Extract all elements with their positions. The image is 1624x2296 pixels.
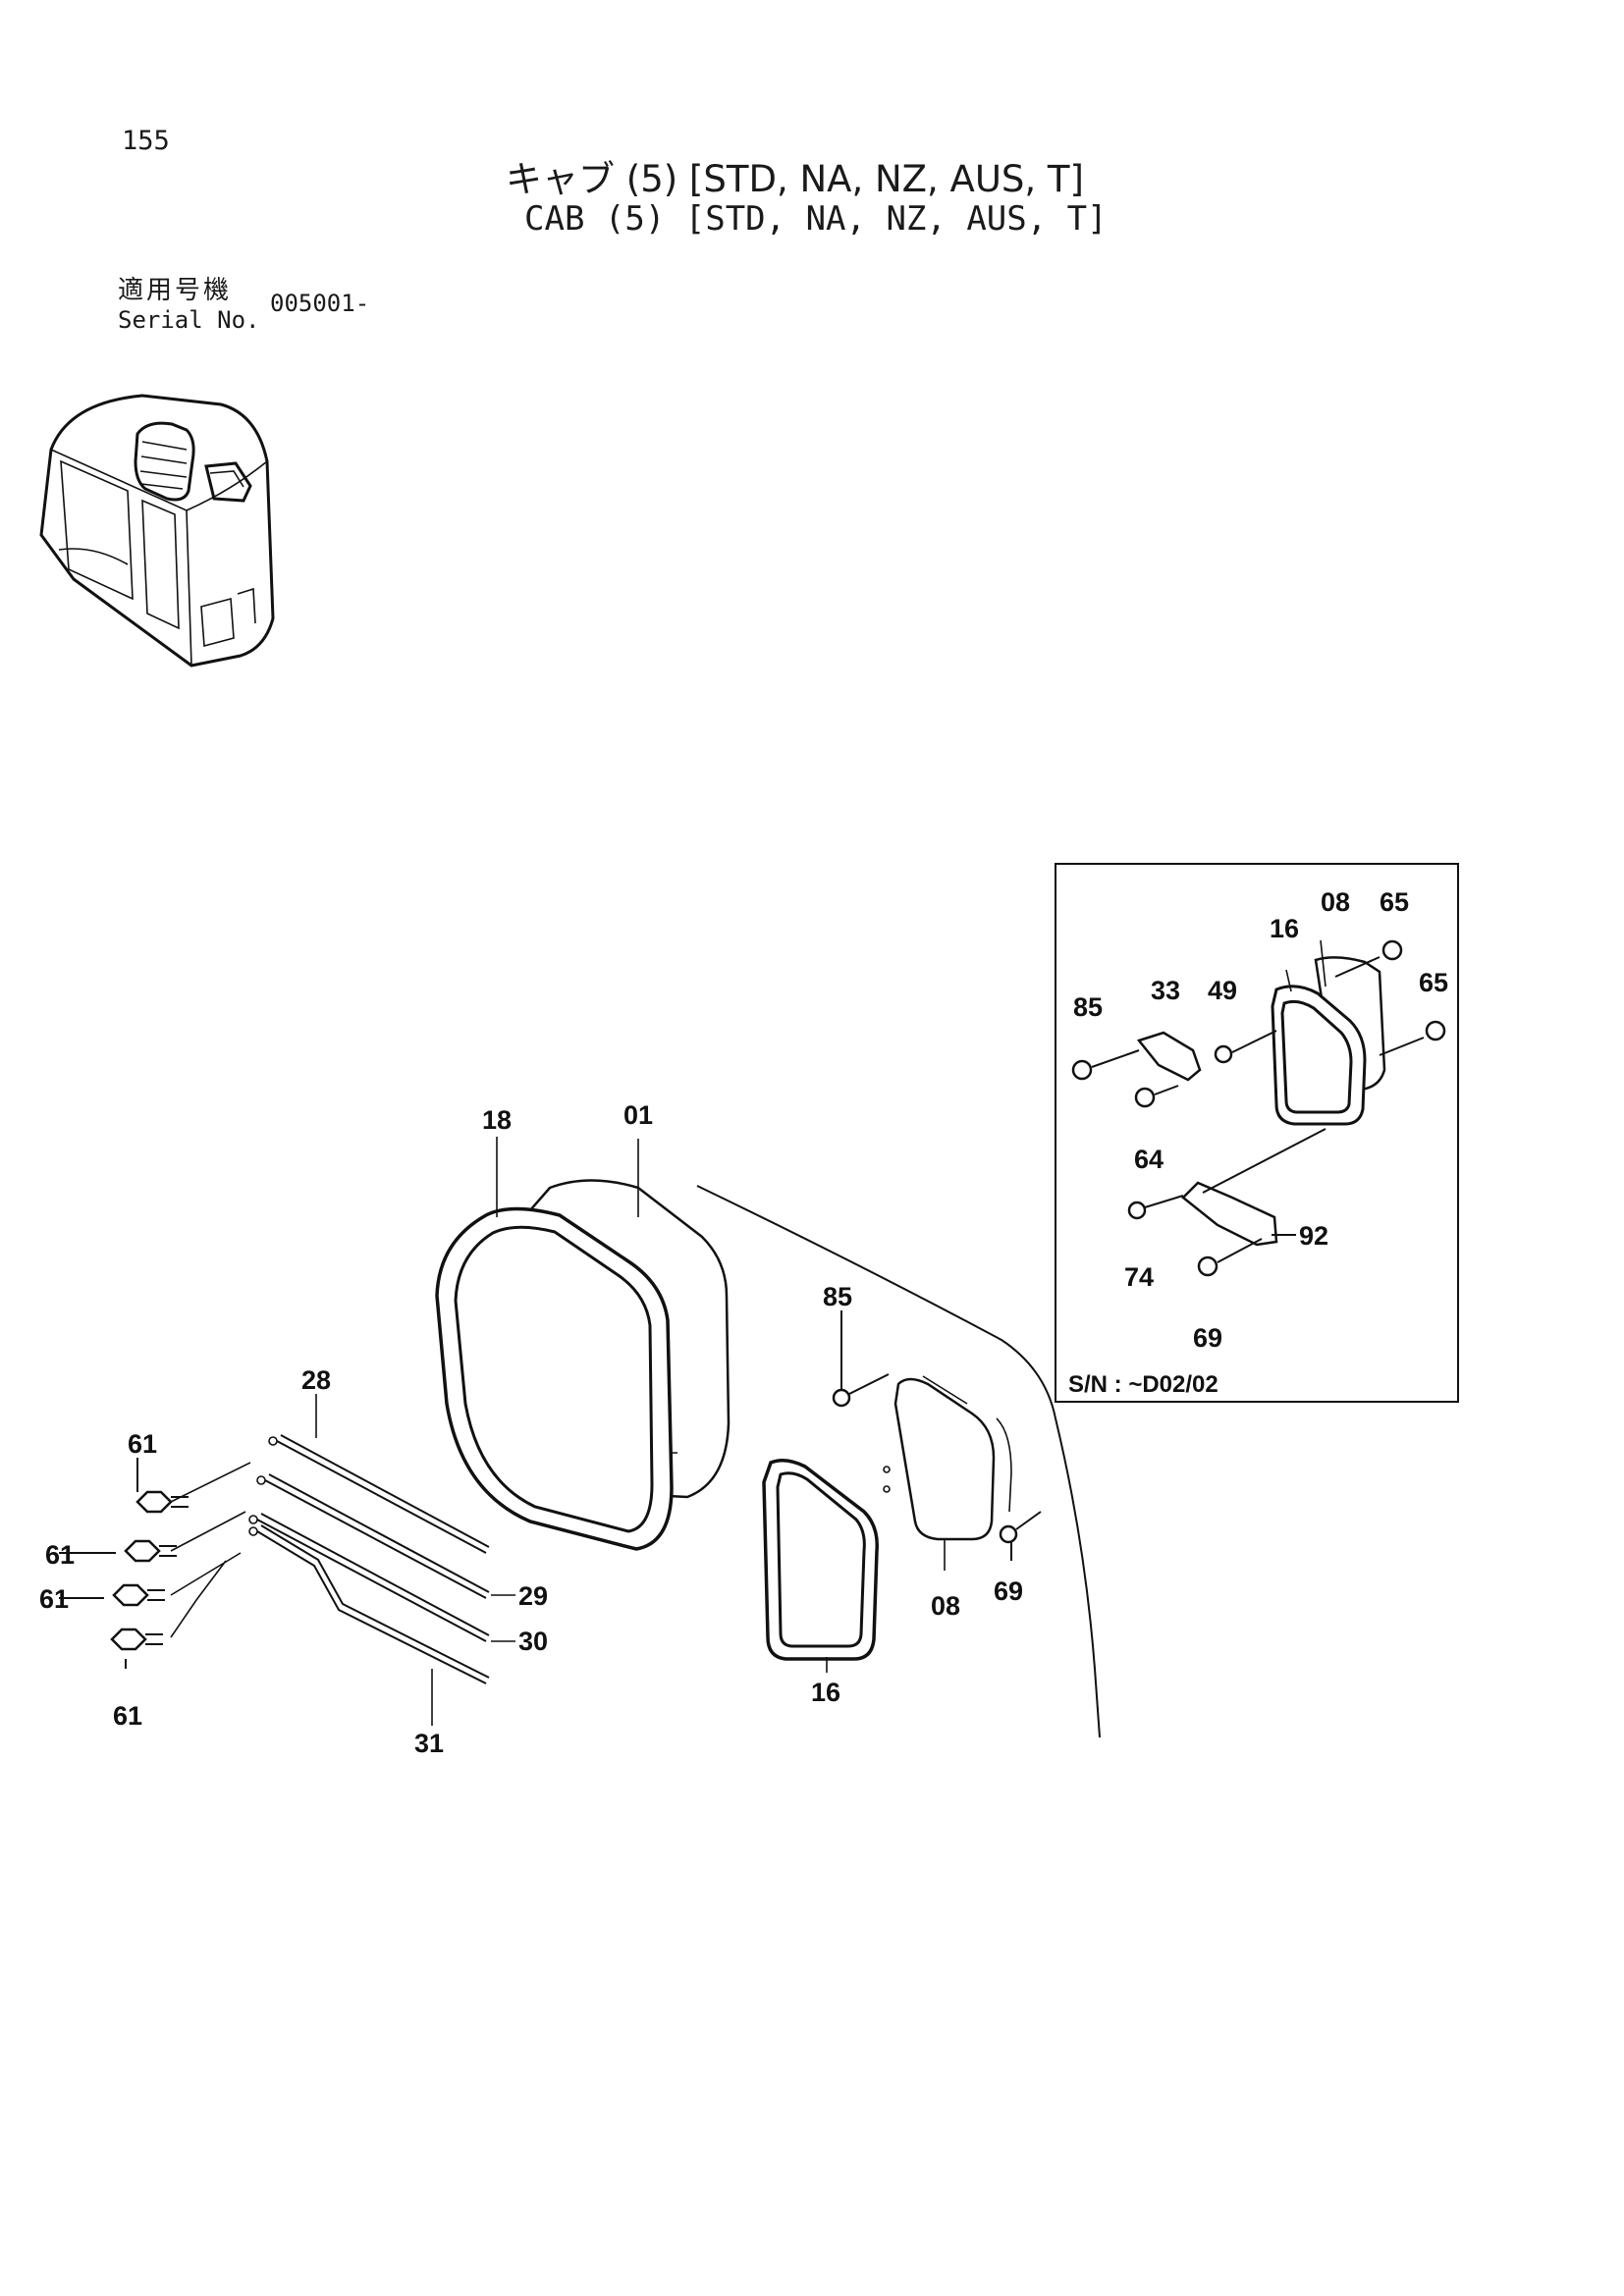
callout-01: 01 (623, 1100, 653, 1130)
inset-callout-08: 08 (1321, 887, 1350, 917)
inset-callout-69: 69 (1193, 1323, 1222, 1353)
callout-61-third: 61 (39, 1584, 69, 1614)
page-number: 155 (122, 126, 170, 156)
callout-30: 30 (518, 1627, 548, 1656)
cab-body-outline (696, 1185, 1101, 1738)
callout-16: 16 (811, 1678, 840, 1707)
serial-label-english: Serial No. (118, 306, 260, 334)
callout-leaders (315, 939, 1326, 1726)
weatherstrip-seal-part (435, 1206, 674, 1551)
inset-callout-33: 33 (1151, 976, 1180, 1005)
inset-callout-65-right: 65 (1419, 968, 1448, 997)
bolts-61 (59, 1458, 189, 1669)
callout-28: 28 (301, 1365, 331, 1395)
callout-69: 69 (994, 1576, 1023, 1606)
inset-callout-16: 16 (1270, 914, 1299, 943)
inset-serial-note: S/N : ~D02/02 (1068, 1371, 1218, 1398)
main-fasteners (832, 1310, 1042, 1561)
inset-callout-74: 74 (1124, 1262, 1154, 1292)
callout-08: 08 (931, 1591, 960, 1621)
callout-85: 85 (823, 1282, 852, 1311)
callout-18: 18 (482, 1105, 512, 1135)
support-rods (170, 1434, 490, 1684)
inset-detail-box (1055, 863, 1459, 1403)
callout-61-bottom: 61 (113, 1701, 142, 1731)
inset-callout-64: 64 (1134, 1145, 1164, 1174)
cab-location-thumbnail (39, 394, 275, 667)
inset-parts (1071, 939, 1446, 1277)
callout-29: 29 (518, 1581, 548, 1611)
callout-61-top: 61 (128, 1429, 157, 1459)
small-window-glass-part (883, 1375, 1012, 1541)
serial-label-japanese: 適用号機 (118, 276, 233, 305)
inset-callout-92: 92 (1299, 1221, 1328, 1251)
callout-31: 31 (414, 1729, 444, 1758)
inset-callout-65-top: 65 (1380, 887, 1409, 917)
inset-callout-85: 85 (1073, 992, 1103, 1022)
serial-number-value: 005001- (270, 290, 370, 317)
small-window-seal-part (762, 1459, 879, 1661)
page-title-japanese: キャブ (5) [STD, NA, NZ, AUS, T] (506, 158, 1084, 200)
callout-61-second: 61 (45, 1540, 75, 1570)
inset-callout-49: 49 (1208, 976, 1237, 1005)
page-title-english: CAB (5) [STD, NA, NZ, AUS, T] (524, 199, 1108, 239)
